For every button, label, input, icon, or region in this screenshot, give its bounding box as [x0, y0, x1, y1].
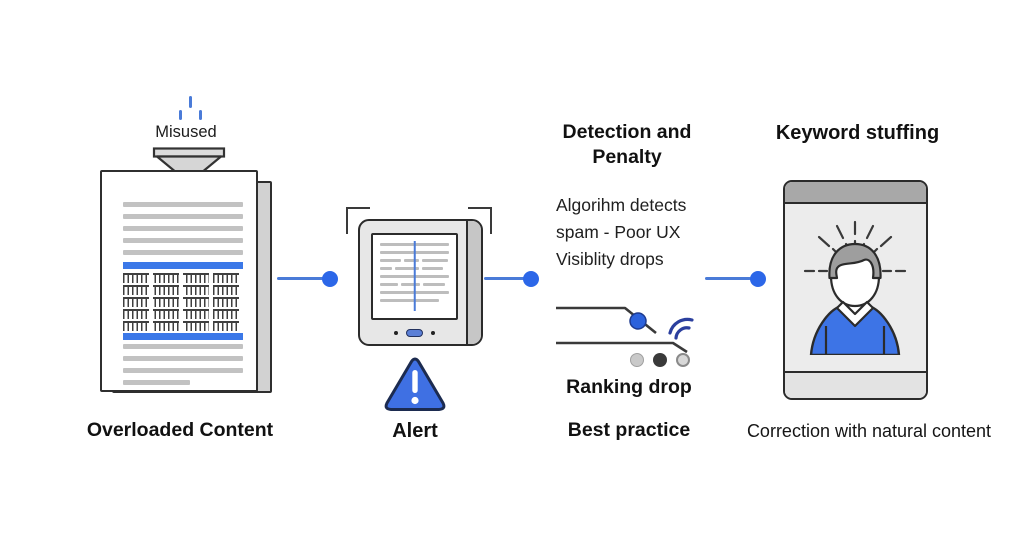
tablet-screen: [371, 233, 458, 320]
keyword-spam-row: [123, 273, 243, 283]
misused-label: Misused: [155, 123, 217, 141]
document-overloaded: [100, 170, 258, 392]
keyword-spam-row: [123, 297, 243, 307]
text-line: [123, 356, 243, 361]
highlight-bar: [123, 333, 243, 340]
best-practice-caption: Best practice: [567, 419, 691, 441]
viewfinder-bracket-right-icon: [468, 207, 492, 234]
text-line: [123, 214, 243, 219]
browser-titlebar: [785, 182, 926, 204]
wifi-signal-icon: [668, 317, 694, 340]
text-line: [123, 380, 191, 385]
highlight-bar: [123, 262, 243, 269]
status-dot-light: [676, 353, 690, 367]
browser-card: [783, 180, 928, 400]
warning-triangle-icon: [384, 357, 446, 411]
keyword-spam-row: [123, 309, 243, 319]
description-line: Algorihm detects: [556, 195, 687, 215]
status-dot-dark: [653, 353, 667, 367]
tablet-edge-shade: [466, 221, 481, 344]
text-line: [123, 250, 243, 255]
falling-dash-icon: [199, 110, 202, 120]
correction-caption: Correction with natural content: [746, 421, 992, 441]
detection-title: Detection and Penalty: [562, 121, 692, 168]
overloaded-content-caption: Overloaded Content: [86, 419, 274, 441]
tablet-illustration: [358, 219, 483, 346]
person-illustration: [803, 220, 907, 355]
description-line: Visiblity drops: [556, 249, 664, 269]
control-dot: [431, 331, 435, 335]
connector-line: [484, 277, 526, 280]
connector-line: [705, 277, 751, 280]
control-dot: [394, 331, 398, 335]
keyword-spam-row: [123, 321, 243, 331]
connector-dot: [523, 271, 539, 287]
alert-caption: Alert: [392, 420, 438, 442]
viewfinder-bracket-left-icon: [346, 207, 370, 234]
connector-dot: [750, 271, 766, 287]
connector-dot: [322, 271, 338, 287]
text-line: [123, 344, 243, 349]
ranking-drop-chart: [556, 306, 694, 354]
falling-dash-icon: [189, 96, 192, 108]
ranking-dot: [629, 312, 647, 330]
status-dot-light: [630, 353, 644, 367]
falling-dash-icon: [179, 110, 182, 120]
text-line: [123, 368, 243, 373]
home-button: [406, 329, 423, 337]
description-line: spam - Poor UX: [556, 222, 681, 242]
ranking-drop-caption: Ranking drop: [566, 376, 692, 398]
browser-footer: [785, 371, 926, 398]
keyword-stuffing-title: Keyword stuffing: [775, 122, 940, 144]
keyword-spam-row: [123, 285, 243, 295]
detection-description: Algorihm detects spam - Poor UX Visiblit…: [556, 192, 716, 273]
text-line: [123, 202, 243, 207]
tablet-controls: [371, 327, 458, 339]
text-line: [123, 238, 243, 243]
text-line: [123, 226, 243, 231]
connector-line: [277, 277, 325, 280]
text-cursor-line: [413, 241, 416, 311]
